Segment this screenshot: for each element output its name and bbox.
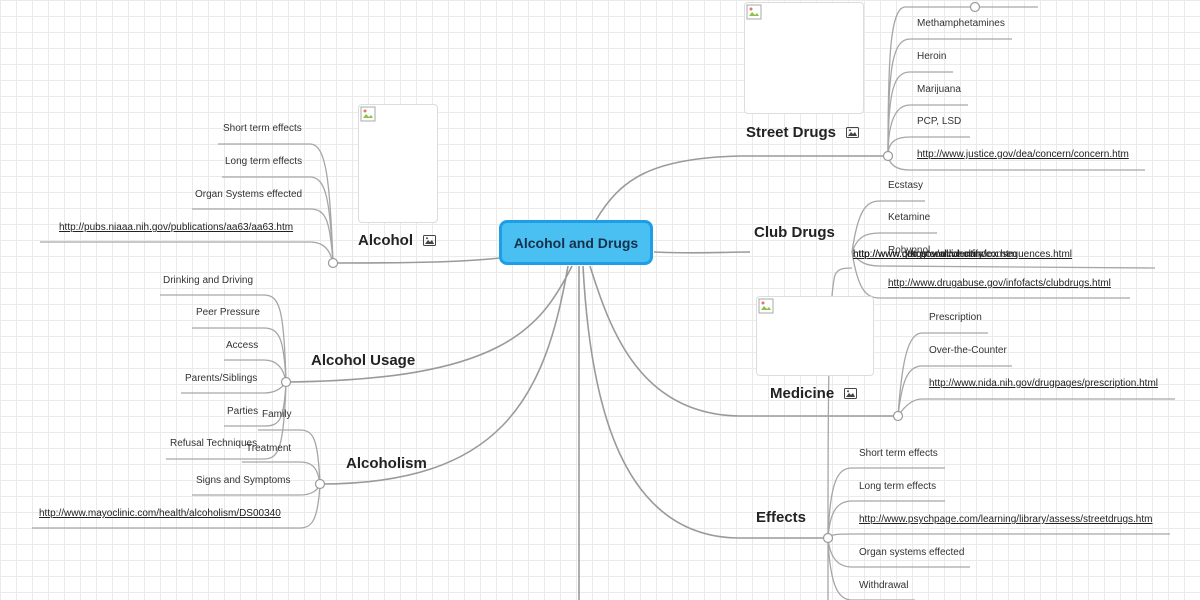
leaf-long-term-effects[interactable]: Long term effects	[859, 481, 937, 492]
leaf-link-drugabuse-gov[interactable]: http://www.drugabuse.gov/infofacts/clubd…	[888, 278, 1111, 289]
topic-alcohol[interactable]: Alcohol	[358, 232, 436, 249]
topic-label: Street Drugs	[746, 124, 837, 141]
alcohol-image	[358, 104, 438, 223]
leaf-pcp-lsd[interactable]: PCP, LSD	[917, 116, 962, 127]
topic-effects[interactable]: Effects	[756, 509, 806, 526]
broken-image-icon	[746, 4, 762, 20]
medicine-image	[756, 296, 874, 376]
leaf-link-psychpage[interactable]: http://www.psychpage.com/learning/librar…	[859, 514, 1153, 525]
leaf-link-mayoclinic[interactable]: http://www.mayoclinic.com/health/alcohol…	[39, 508, 281, 519]
leaf-parents-siblings[interactable]: Parents/Siblings	[185, 373, 258, 384]
leaf-prescription[interactable]: Prescription	[929, 312, 982, 323]
leaf-access[interactable]: Access	[226, 340, 259, 351]
leaf-link-drugs-com[interactable]: http://www.drugs.com/identify/consequenc…	[853, 249, 1072, 260]
leaf-link-cdc-gov[interactable]: http://www.cdc.gov/alcohol/index.htm	[853, 249, 1017, 260]
image-icon[interactable]	[423, 235, 436, 246]
leaf-short-term-effects[interactable]: Short term effects	[223, 123, 302, 134]
topic-alcoholism[interactable]: Alcoholism	[346, 455, 427, 472]
image-icon[interactable]	[846, 127, 860, 138]
leaf-family[interactable]: Family	[262, 409, 292, 420]
leaf-drinking-and-driving[interactable]: Drinking and Driving	[163, 275, 254, 286]
topic-label: Alcohol Usage	[311, 352, 416, 369]
leaf-rohypnol[interactable]: Rohypnol	[888, 245, 931, 256]
leaf-organ-systems-effected[interactable]: Organ systems effected	[859, 547, 965, 558]
topic-medicine[interactable]: Medicine	[770, 385, 858, 402]
leaf-methamphetamines[interactable]: Methamphetamines	[917, 18, 1005, 29]
leaf-ecstasy[interactable]: Ecstasy	[888, 180, 924, 191]
leaf-heroin[interactable]: Heroin	[917, 51, 947, 62]
topic-street-drugs[interactable]: Street Drugs	[746, 124, 860, 141]
leaf-over-the-counter[interactable]: Over-the-Counter	[929, 345, 1007, 356]
central-topic[interactable]: Alcohol and Drugs	[499, 220, 653, 265]
leaf-ketamine[interactable]: Ketamine	[888, 212, 931, 223]
topic-label: Alcoholism	[346, 455, 427, 472]
leaf-parties[interactable]: Parties	[227, 406, 259, 417]
broken-image-icon	[360, 106, 376, 122]
leaf-treatment[interactable]: Treatment	[246, 443, 292, 454]
leaf-signs-and-symptoms[interactable]: Signs and Symptoms	[196, 475, 291, 486]
leaf-link-justice-gov[interactable]: http://www.justice.gov/dea/concern/conce…	[917, 149, 1129, 160]
topic-label: Club Drugs	[754, 224, 835, 241]
leaf-marijuana[interactable]: Marijuana	[917, 84, 961, 95]
leaf-organ-systems-effected[interactable]: Organ Systems effected	[195, 189, 303, 200]
topic-label: Effects	[756, 509, 807, 526]
topic-label: Medicine	[770, 385, 835, 402]
leaf-link-niaaa-nih-gov[interactable]: http://pubs.niaaa.nih.gov/publications/a…	[59, 222, 294, 233]
leaf-refusal-techniques[interactable]: Refusal Techniques	[170, 438, 258, 449]
leaf-withdrawal[interactable]: Withdrawal	[859, 580, 909, 591]
leaf-link-getoutandlive[interactable]: http://www.getoutandlive.com	[853, 249, 984, 260]
topic-club-drugs[interactable]: Club Drugs	[754, 224, 835, 241]
leaf-short-term-effects[interactable]: Short term effects	[859, 448, 938, 459]
broken-image-icon	[758, 298, 774, 314]
leaf-long-term-effects[interactable]: Long term effects	[225, 156, 303, 167]
leaf-link-nida-gov[interactable]: http://www.nida.nih.gov/drugpages/prescr…	[929, 378, 1159, 389]
topic-label: Alcohol	[358, 232, 413, 249]
leaf-peer-pressure[interactable]: Peer Pressure	[196, 307, 260, 318]
street-drugs-image	[744, 2, 864, 114]
image-icon[interactable]	[844, 388, 858, 399]
topic-alcohol-usage[interactable]: Alcohol Usage	[311, 352, 415, 369]
